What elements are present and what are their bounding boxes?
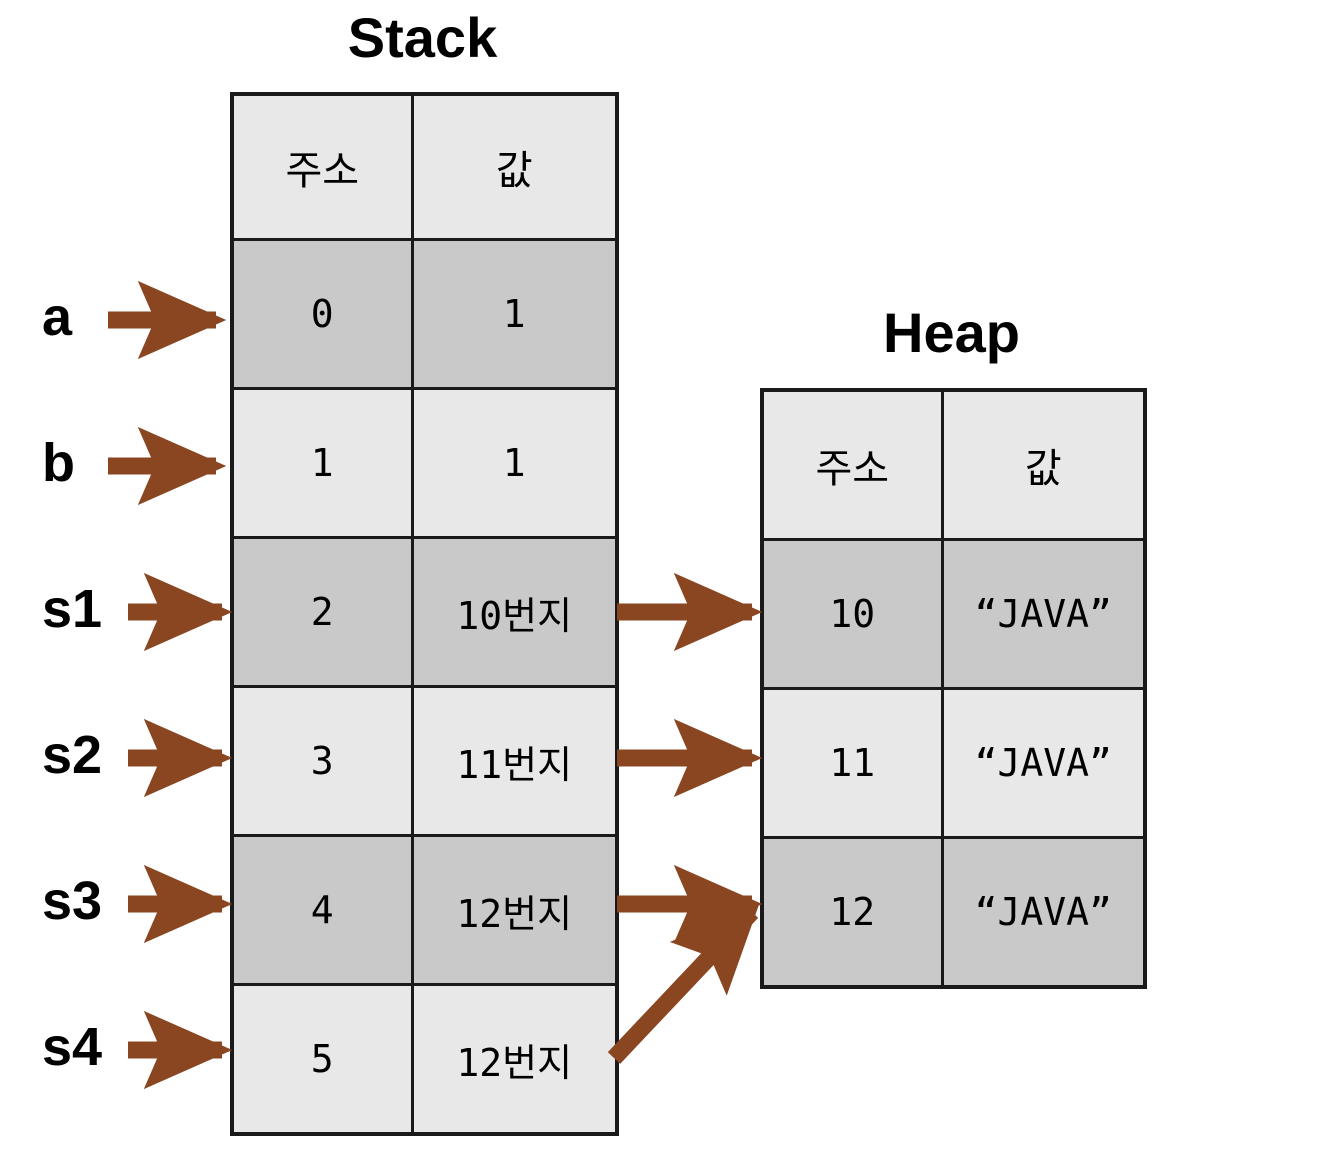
stack-cell-address: 4 (230, 834, 414, 986)
stack-cell-address: 2 (230, 536, 414, 688)
variable-label-s2: s2 (42, 725, 103, 785)
stack-cell-value: 12번지 (410, 834, 619, 986)
table-row: 1 1 (230, 387, 619, 539)
variable-label-s3: s3 (42, 871, 103, 931)
table-row: 11 “JAVA” (760, 687, 1147, 839)
variable-label-s1: s1 (42, 579, 103, 639)
table-row: 3 11번지 (230, 685, 619, 837)
table-row: 0 1 (230, 238, 619, 390)
heap-cell-address: 11 (760, 687, 944, 839)
heap-table: 주소 값 10 “JAVA” 11 “JAVA” 12 “JAVA” (760, 388, 1147, 989)
heap-cell-address: 12 (760, 836, 944, 989)
stack-cell-address: 5 (230, 983, 414, 1136)
stack-cell-value: 1 (410, 387, 619, 539)
heap-cell-address: 10 (760, 538, 944, 690)
variable-label-s4: s4 (42, 1017, 103, 1077)
stack-table: 주소 값 0 1 1 1 2 10번지 3 11번지 4 12번지 (230, 92, 619, 1136)
stack-cell-address: 3 (230, 685, 414, 837)
heap-cell-value: “JAVA” (940, 836, 1147, 989)
heap-column-header-address: 주소 (760, 388, 944, 541)
stack-cell-address: 1 (230, 387, 414, 539)
heap-header-row: 주소 값 (760, 388, 1147, 541)
table-row: 10 “JAVA” (760, 538, 1147, 690)
stack-cell-value: 1 (410, 238, 619, 390)
heap-cell-value: “JAVA” (940, 538, 1147, 690)
stack-header-row: 주소 값 (230, 92, 619, 241)
variable-label-a: a (42, 287, 73, 347)
stack-table-title: Stack (347, 6, 498, 69)
stack-cell-value: 10번지 (410, 536, 619, 688)
stack-column-header-value: 값 (410, 92, 619, 241)
arrow-s4-reference-to-heap-12 (607, 904, 760, 1064)
heap-cell-value: “JAVA” (940, 687, 1147, 839)
stack-column-header-address: 주소 (230, 92, 414, 241)
heap-table-title: Heap (883, 301, 1020, 364)
table-row: 12 “JAVA” (760, 836, 1147, 989)
table-row: 2 10번지 (230, 536, 619, 688)
stack-cell-value: 12번지 (410, 983, 619, 1136)
table-row: 4 12번지 (230, 834, 619, 986)
heap-column-header-value: 값 (940, 388, 1147, 541)
variable-label-b: b (42, 433, 75, 493)
table-row: 5 12번지 (230, 983, 619, 1136)
stack-cell-value: 11번지 (410, 685, 619, 837)
stack-cell-address: 0 (230, 238, 414, 390)
